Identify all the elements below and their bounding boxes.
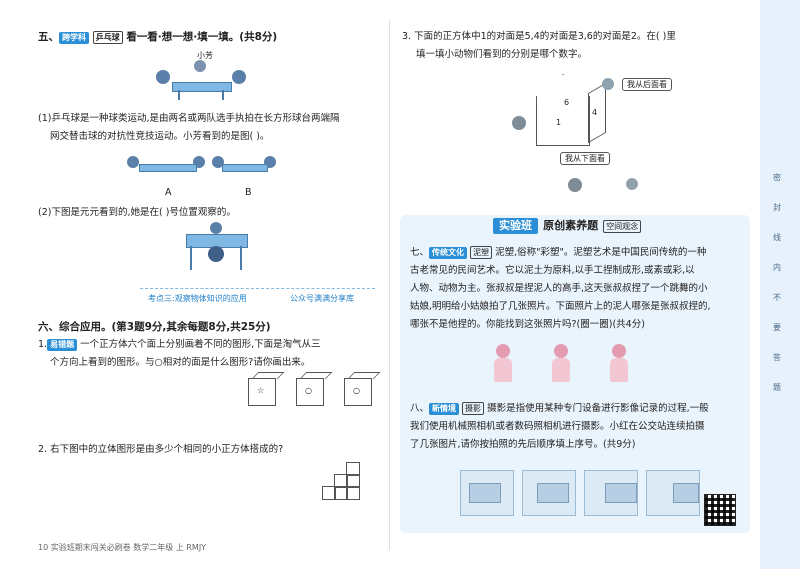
yuanyuan-view-illustration xyxy=(186,222,248,274)
kaodian-label: 考点三:观察物体知识的应用 xyxy=(148,294,247,303)
q5-part1-line1: (1)乒乓球是一种球类运动,是由两名或两队选手执拍在长方形球台两端隔 xyxy=(38,113,340,124)
q7-line1: 七、传统文化 泥塑 泥塑,俗称"彩塑"。泥塑艺术是中国民间传统的一种 xyxy=(410,246,707,259)
bus-photo-2 xyxy=(522,470,576,516)
q7-line3: 人物、动物为主。张叔叔是捏泥人的高手,这天张叔叔捏了一个跳舞的小 xyxy=(410,283,708,294)
cube-view-1: ☆ xyxy=(248,372,285,406)
rabbit-icon xyxy=(626,178,638,190)
bus-photo-1 xyxy=(460,470,514,516)
q6-item1-line2: 个方向上看到的图形。与○相对的面是什么图形?请你画出来。 xyxy=(50,357,311,368)
sidebar-char: 要 xyxy=(773,323,781,332)
rabbit-icon xyxy=(602,78,614,90)
speech-bubble-back: 我从后面看 xyxy=(622,78,672,91)
figure-label: 小芳 xyxy=(197,51,213,60)
kaodian-line xyxy=(140,288,375,305)
footer-text: 实验班期末闯关必刷卷 数学二年级 上 RMJY xyxy=(50,543,207,552)
sidebar-char: 内 xyxy=(773,263,781,272)
stacked-cubes-figure xyxy=(322,462,372,502)
q6-item1-line1: 1.易错题 一个正方体六个面上分别画着不同的图形,下面是淘气从三 xyxy=(38,339,321,351)
page-number: 10 xyxy=(38,543,49,552)
q5-part1-line2: 网交替击球的对抗性竞技运动。小芳看到的是图( )。 xyxy=(50,131,270,142)
cube-views: ☆ ○ ○ xyxy=(248,372,381,406)
sidebar-char: 密 xyxy=(773,173,781,182)
speech-bubble-bottom: 我从下面看 xyxy=(560,152,610,165)
clay-figures-photos xyxy=(490,340,640,390)
q8-line1: 八、新情境 摄影 摄影是指使用某种专门设备进行影像记录的过程,一般 xyxy=(410,402,709,415)
wechat-note: 公众号满满分享库 xyxy=(290,294,354,303)
q7-line2: 古老常见的民间艺术。它以泥土为原料,以手工捏制成形,或素或彩,以 xyxy=(410,265,695,276)
pingpong-illustration xyxy=(152,60,252,102)
banner: 实验班 原创素养题 空间观念 xyxy=(493,214,642,234)
seal-line-sidebar xyxy=(760,0,800,569)
q7-line4: 姑娘,明明给小姑娘拍了几张照片。下面照片上的泥人哪张是张叔叔捏的, xyxy=(410,301,711,312)
sidebar-char: 不 xyxy=(773,293,781,302)
sidebar-char: 线 xyxy=(773,233,781,242)
q5-part2: (2)下图是元元看到的,她是在( )号位置观察的。 xyxy=(38,207,236,218)
footer: 10 实验班期末闯关必刷卷 数学二年级 上 RMJY xyxy=(38,542,206,553)
q3-line1: 3. 下面的正方体中1的对面是5,4的对面是3,6的对面是2。在( )里 xyxy=(402,31,676,42)
q6-title: 六、综合应用。(第3题9分,其余每题8分,共25分) xyxy=(38,321,271,333)
bus-photo-3 xyxy=(584,470,638,516)
culture-tag: 传统文化 xyxy=(429,247,468,259)
q8-line3: 了几张图片,请你按拍照的先后顺序填上序号。(共9分) xyxy=(410,439,636,450)
sidebar-char: 答 xyxy=(773,353,781,362)
error-prone-tag: 易错题 xyxy=(47,339,78,351)
new-scenario-tag: 新情境 xyxy=(429,403,460,415)
option-b-label: B xyxy=(245,187,252,198)
option-a-illustration xyxy=(125,152,210,180)
cube-house-figure: 6 1 4 xyxy=(530,68,610,148)
q6-item2: 2. 右下图中的立体图形是由多少个相同的小正方体搭成的? xyxy=(38,444,284,455)
banner-sub: 原创素养题 xyxy=(543,219,599,232)
sidebar-char: 封 xyxy=(773,203,781,212)
page-divider xyxy=(389,20,390,550)
banner-tag: 空间观念 xyxy=(603,220,642,233)
option-a-label: A xyxy=(165,187,172,198)
squirrel-icon xyxy=(512,116,526,130)
cube-view-3: ○ xyxy=(344,372,381,406)
bus-photo-4 xyxy=(646,470,700,516)
banner-main: 实验班 xyxy=(493,218,538,234)
cube-view-2: ○ xyxy=(296,372,333,406)
option-b-illustration xyxy=(210,152,280,180)
q3-line2: 填一填小动物们看到的分别是哪个数字。 xyxy=(416,49,588,60)
q5-title: 看一看·想一想·填一填。(共8分) xyxy=(126,31,278,43)
q5-heading: 五、跨学科 乒乓球 看一看·想一想·填一填。(共8分) xyxy=(38,31,278,44)
squirrel-icon xyxy=(568,178,582,192)
q7-line5: 哪张不是他捏的。你能找到这张照片吗?(圈一圈)(共4分) xyxy=(410,319,645,330)
sidebar-char: 题 xyxy=(773,383,781,392)
qr-code xyxy=(704,494,736,526)
pingpong-tag: 乒乓球 xyxy=(92,31,123,44)
cross-subject-tag: 跨学科 xyxy=(59,32,89,44)
q8-line2: 我们使用机械照相机或者数码照相机进行摄影。小红在公交站连续拍摄 xyxy=(410,421,705,432)
